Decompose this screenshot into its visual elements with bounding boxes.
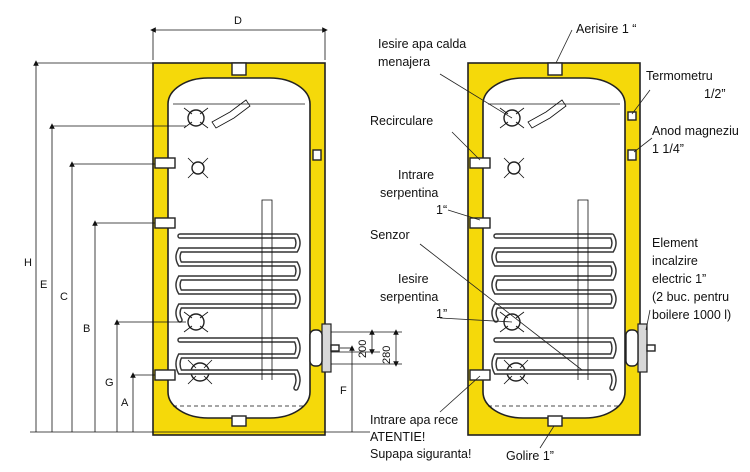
right-leaders <box>419 29 653 449</box>
right-coil-inlet-port <box>469 217 491 229</box>
left-top-vent <box>231 62 247 76</box>
dim-e-label: E <box>40 279 47 291</box>
right-recirculation-port <box>469 157 491 169</box>
label-termometru-2: 1/2” <box>704 87 726 101</box>
left-coil <box>175 233 301 391</box>
left-tank <box>152 62 340 436</box>
right-cold-inlet-port <box>469 369 491 381</box>
label-senzor: Senzor <box>370 228 410 242</box>
dim-f-label: F <box>340 385 347 397</box>
dim-200-label: 200 <box>357 340 369 358</box>
label-supapa: Supapa siguranta! <box>370 447 471 461</box>
left-hot-outlet-pipe <box>211 99 251 129</box>
label-element-4: (2 buc. pentru <box>652 290 729 304</box>
right-coil <box>491 233 617 391</box>
right-heater-body <box>625 329 639 367</box>
label-iesire-apa-calda-2: menajera <box>378 55 430 69</box>
left-coil-inlet-port <box>154 217 176 229</box>
left-sensor-tube <box>261 199 273 380</box>
left-heater-stub <box>330 344 340 352</box>
left-bottom-drain <box>231 415 247 427</box>
left-dimensions: D H E C B G A F 200 280 <box>24 15 402 433</box>
label-iesire-serpentina-2: serpentina <box>380 290 438 304</box>
label-iesire-serpentina-1: Iesire <box>398 272 429 286</box>
right-tank <box>467 62 656 436</box>
label-intrare-apa-rece: Intrare apa rece <box>370 413 458 427</box>
right-heater-flange <box>637 323 648 373</box>
left-anode-port <box>312 149 322 161</box>
left-heater-flange <box>321 323 332 373</box>
label-intrare-serpentina-3: 1“ <box>436 203 447 217</box>
label-element-5: boilere 1000 l) <box>652 308 731 322</box>
label-aerisire: Aerisire 1 “ <box>576 22 636 36</box>
right-anode-port <box>627 149 637 161</box>
label-intrare-serpentina-1: Intrare <box>398 168 434 182</box>
left-heater-body <box>309 329 323 367</box>
label-recirculare: Recirculare <box>370 114 433 128</box>
dim-280-label: 280 <box>381 346 393 364</box>
left-cold-inlet-port <box>154 369 176 381</box>
dim-b-label: B <box>83 323 90 335</box>
label-anod-2: 1 1/4” <box>652 142 684 156</box>
right-heater-stub <box>646 344 656 352</box>
right-bottom-drain <box>547 415 563 427</box>
dim-a-label: A <box>121 397 129 409</box>
label-atentie: ATENTIE! <box>370 430 425 444</box>
label-golire: Golire 1” <box>506 449 554 463</box>
right-top-vent <box>547 62 563 76</box>
right-labels: Aerisire 1 “ Iesire apa calda menajera T… <box>370 22 739 463</box>
right-thermometer-port <box>627 111 637 121</box>
left-recirculation-port <box>154 157 176 169</box>
label-anod-1: Anod magneziu <box>652 124 739 138</box>
label-element-1: Element <box>652 236 698 250</box>
label-iesire-serpentina-3: 1” <box>436 307 447 321</box>
right-sensor-tube <box>577 199 589 380</box>
dim-d-label: D <box>234 15 242 27</box>
label-element-2: incalzire <box>652 254 698 268</box>
label-element-3: electric 1” <box>652 272 706 286</box>
dim-g-label: G <box>105 377 114 389</box>
label-intrare-serpentina-2: serpentina <box>380 186 438 200</box>
right-hot-outlet-pipe <box>527 99 567 129</box>
label-iesire-apa-calda-1: Iesire apa calda <box>378 37 466 51</box>
label-termometru-1: Termometru <box>646 69 713 83</box>
dim-c-label: C <box>60 291 68 303</box>
dim-h-label: H <box>24 257 32 269</box>
